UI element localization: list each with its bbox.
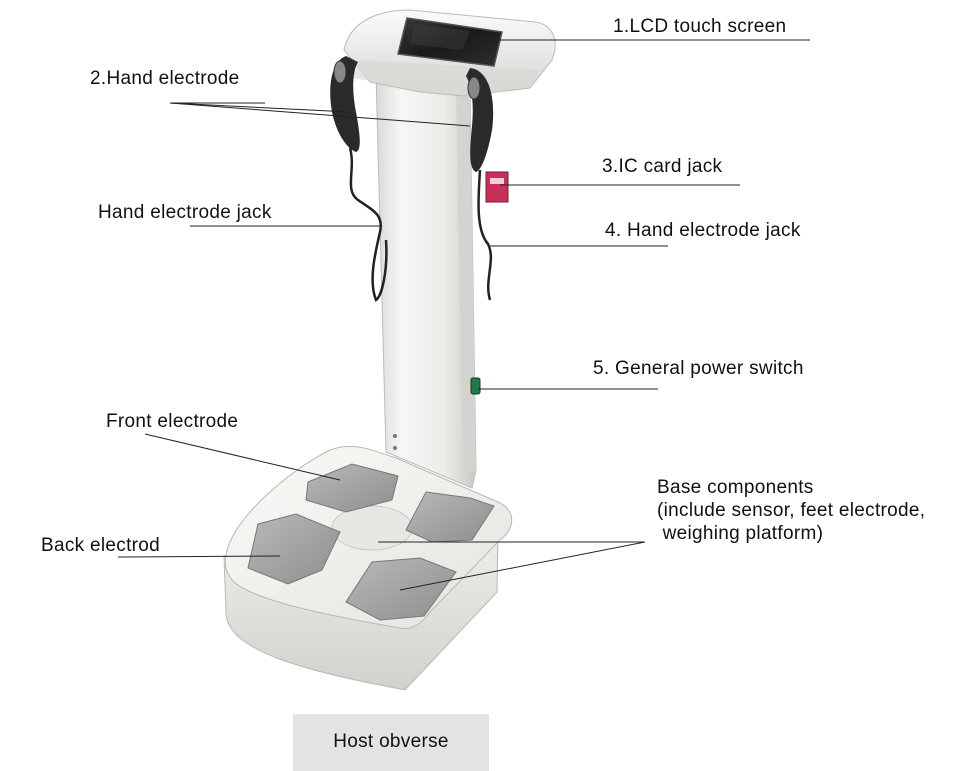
label-hand-electrode: 2.Hand electrode (90, 68, 240, 89)
label-back-electrode: Back electrod (41, 535, 161, 556)
front-left-pad (305, 463, 399, 513)
leader-back-electrode (117, 555, 281, 558)
ic-card-slot (485, 171, 509, 203)
front-right-pad (405, 491, 495, 543)
caption-host-obverse: Host obverse (333, 731, 449, 752)
label-hand-electrode-jack-left: Hand electrode jack (98, 202, 272, 223)
label-base-components-detail-2: weighing platform) (657, 523, 824, 544)
label-lcd-touch-screen: 1.LCD touch screen (613, 16, 787, 37)
back-right-pad (345, 557, 457, 621)
leader-hand-electrode-left (169, 102, 351, 113)
column (375, 74, 477, 489)
label-hand-electrode-jack-right: 4. Hand electrode jack (605, 220, 801, 241)
label-base-components-detail-1: (include sensor, feet electrode, (657, 500, 926, 521)
leader-front-electrode (144, 433, 341, 481)
leader-lines (117, 39, 810, 591)
label-base-components: Base components (657, 477, 814, 498)
label-ic-card-jack: 3.IC card jack (602, 156, 723, 177)
label-front-electrode: Front electrode (106, 411, 239, 432)
lcd-screen (397, 17, 503, 67)
label-general-power-switch: 5. General power switch (593, 358, 804, 379)
leader-base-2 (399, 541, 646, 591)
power-switch (470, 377, 481, 395)
right-hand-electrode (466, 68, 494, 301)
caption-box: Host obverse (293, 714, 489, 771)
leader-hand-electrode-right (169, 102, 471, 127)
left-hand-electrode (330, 56, 388, 302)
back-left-pad (247, 513, 341, 585)
